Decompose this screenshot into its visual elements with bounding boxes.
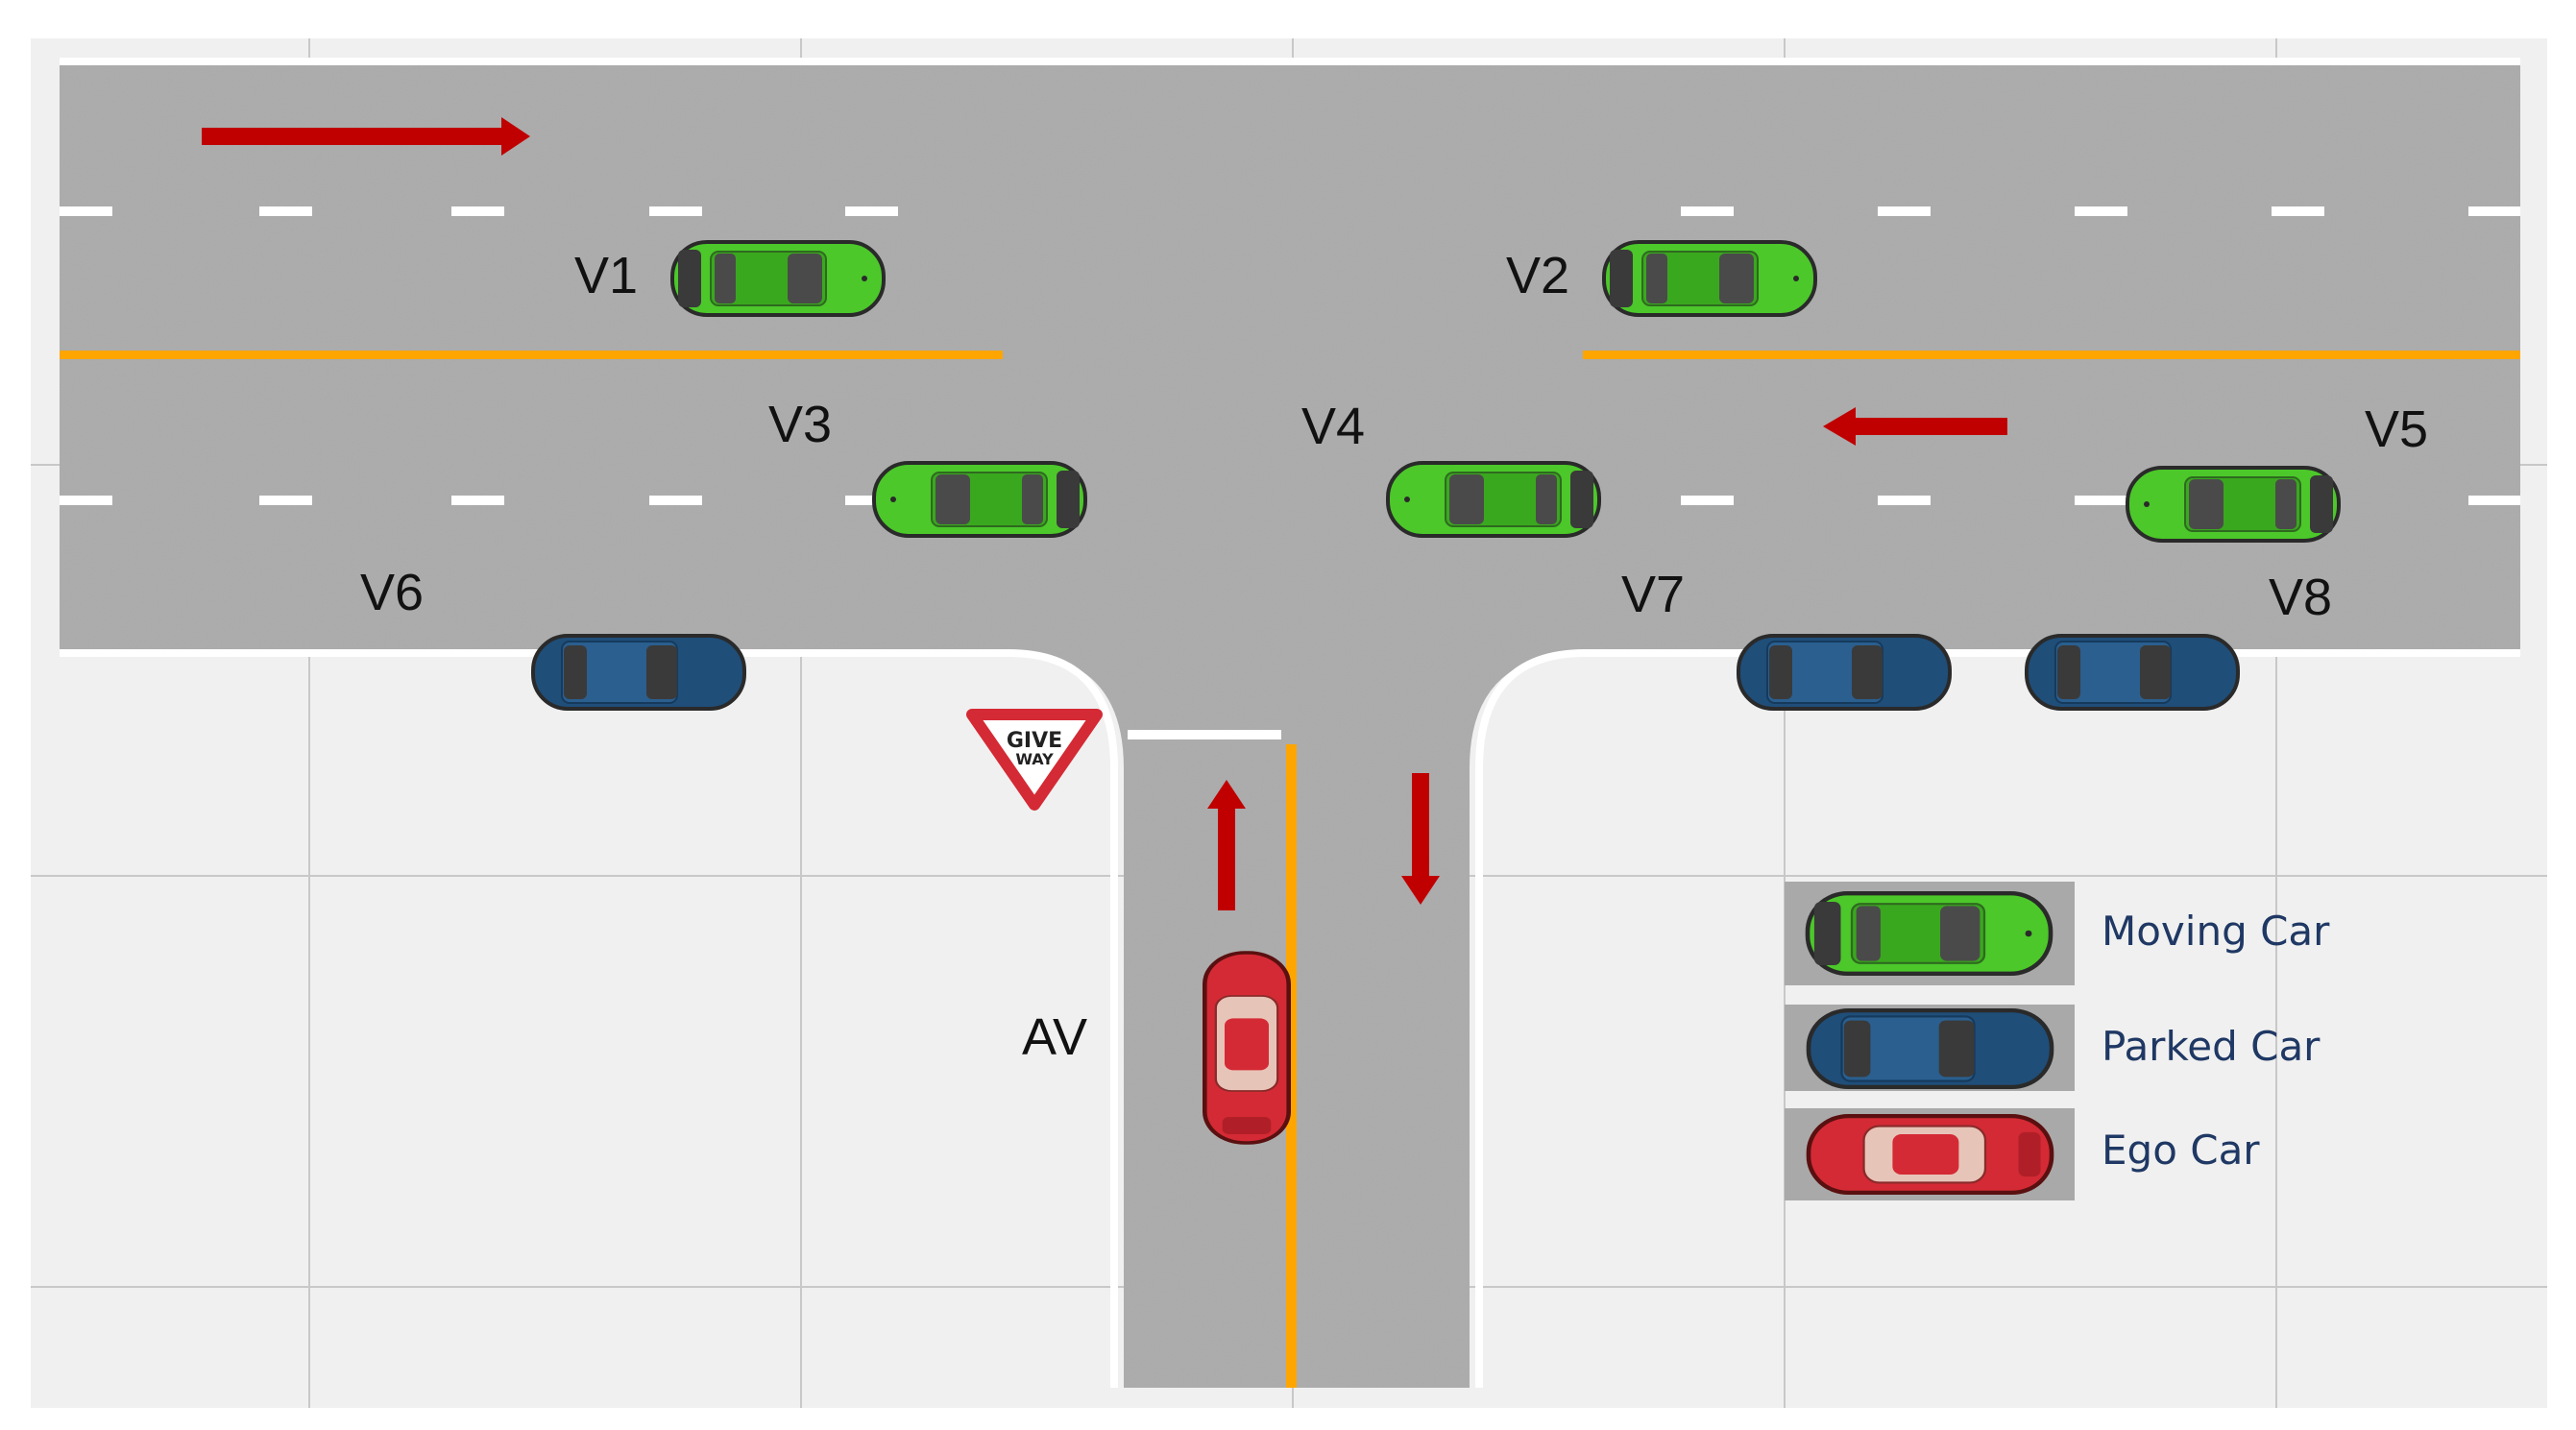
vehicle-label: V2 (1506, 247, 1569, 304)
vehicle-label: V1 (574, 247, 638, 304)
vehicle-label: V7 (1621, 566, 1685, 623)
vehicle-label: AV (1022, 1008, 1087, 1066)
vehicle-av: AV (1022, 953, 1289, 1143)
arrow-eastbound (202, 117, 530, 156)
arrow-northbound (1207, 780, 1246, 910)
vehicle-label: V8 (2269, 569, 2332, 626)
road-edge-lines (60, 58, 2520, 1388)
vehicle-v1: V1 (574, 240, 886, 317)
vehicle-label: V4 (1301, 398, 1365, 455)
vehicle-v3: V3 (768, 396, 1087, 538)
legend: Moving Car Parked Car Ego Car (1785, 882, 2330, 1200)
legend-item-parked: Parked Car (1785, 1005, 2321, 1091)
legend-label-moving: Moving Car (2102, 908, 2330, 955)
vehicle-v7: V7 (1621, 566, 1952, 711)
legend-item-moving: Moving Car (1785, 882, 2330, 985)
vehicle-label: V6 (360, 564, 424, 621)
sign-text-line1: GIVE (1007, 729, 1062, 753)
legend-item-ego: Ego Car (1785, 1108, 2260, 1200)
road-surface (60, 60, 2520, 1388)
vehicle-v8: V8 (2025, 569, 2332, 711)
vehicle-v5: V5 (2126, 400, 2428, 543)
arrow-westbound (1823, 407, 2007, 446)
give-way-sign: GIVE WAY (966, 709, 1103, 811)
center-lines (60, 351, 2520, 1388)
stop-line (1128, 730, 1281, 739)
vehicle-v2: V2 (1506, 240, 1817, 317)
lane-dashes (60, 206, 2520, 505)
vehicle-label: V5 (2365, 400, 2428, 458)
vehicle-v6: V6 (360, 564, 746, 711)
legend-label-ego: Ego Car (2102, 1127, 2260, 1174)
vehicle-v4: V4 (1301, 398, 1601, 538)
arrow-southbound (1401, 773, 1440, 905)
sign-text-line2: WAY (1015, 750, 1054, 768)
vehicle-label: V3 (768, 396, 832, 453)
legend-label-parked: Parked Car (2102, 1023, 2321, 1070)
